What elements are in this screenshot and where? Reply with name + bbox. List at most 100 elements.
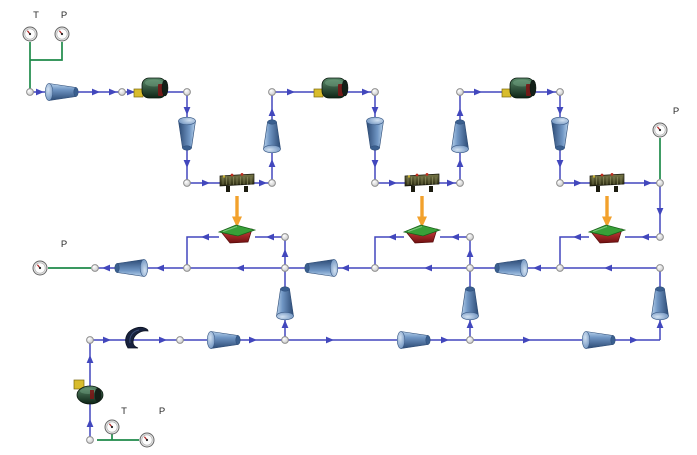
stream-arrow <box>341 264 349 272</box>
gauge-icon[interactable] <box>54 26 70 42</box>
stream-arrow <box>644 179 652 187</box>
stream-node[interactable] <box>371 179 379 187</box>
stream-arrow <box>556 160 564 168</box>
stream-node[interactable] <box>656 233 664 241</box>
stream-arrow <box>102 264 110 272</box>
stream-arrow <box>602 216 612 228</box>
stream-arrow <box>236 264 244 272</box>
stream-arrow <box>656 208 664 216</box>
stream-node[interactable] <box>456 88 464 96</box>
gauge-icon[interactable] <box>652 122 668 138</box>
stream-arrow <box>281 320 289 328</box>
stream-node[interactable] <box>466 264 474 272</box>
stream-arrow <box>36 88 44 96</box>
stream-arrow <box>249 336 257 344</box>
gauge-icon[interactable] <box>22 26 38 42</box>
compressor-icon[interactable] <box>313 77 349 99</box>
stream-arrow <box>266 233 274 241</box>
stream-node[interactable] <box>26 88 34 96</box>
stream-arrow <box>127 88 135 96</box>
stream-node[interactable] <box>281 264 289 272</box>
stream-node[interactable] <box>86 436 94 444</box>
gauge-icon[interactable] <box>139 432 155 448</box>
stream-arrow <box>183 107 191 115</box>
process-stream[interactable] <box>186 236 219 268</box>
stream-node[interactable] <box>656 264 664 272</box>
instrument-label: P <box>61 10 67 21</box>
pipe-segment[interactable] <box>206 331 241 349</box>
stream-node[interactable] <box>456 179 464 187</box>
pipe-segment[interactable] <box>366 116 384 151</box>
stream-arrow <box>466 320 474 328</box>
stream-node[interactable] <box>556 264 564 272</box>
stream-arrow <box>447 179 455 187</box>
air-cooler-icon[interactable] <box>589 173 625 192</box>
pipe-segment[interactable] <box>178 116 196 151</box>
stream-arrow <box>86 419 94 427</box>
pipe-segment[interactable] <box>114 259 149 277</box>
air-cooler-icon[interactable] <box>404 173 440 192</box>
stream-arrow <box>573 233 581 241</box>
stream-node[interactable] <box>556 88 564 96</box>
stream-node[interactable] <box>176 336 184 344</box>
stream-node[interactable] <box>281 233 289 241</box>
stream-node[interactable] <box>183 264 191 272</box>
stream-node[interactable] <box>371 88 379 96</box>
stream-arrow <box>92 88 100 96</box>
air-cooler-icon[interactable] <box>219 173 255 192</box>
gauge-icon[interactable] <box>32 260 48 276</box>
stream-arrow <box>604 264 612 272</box>
stream-arrow <box>556 107 564 115</box>
pipe-segment[interactable] <box>651 286 669 321</box>
compressor-icon[interactable] <box>133 77 169 99</box>
stream-arrow <box>159 336 167 344</box>
gauge-icon[interactable] <box>104 419 120 435</box>
stream-arrow <box>371 107 379 115</box>
stream-node[interactable] <box>183 179 191 187</box>
stream-arrow <box>103 336 111 344</box>
stream-arrow <box>417 216 427 228</box>
separator-icon[interactable] <box>587 224 627 244</box>
stream-node[interactable] <box>466 233 474 241</box>
separator-icon[interactable] <box>217 224 257 244</box>
pipe-segment[interactable] <box>581 331 616 349</box>
process-stream[interactable] <box>374 236 404 268</box>
stream-arrow <box>109 88 117 96</box>
pipe-segment[interactable] <box>451 119 469 154</box>
separator-icon[interactable] <box>402 224 442 244</box>
stream-node[interactable] <box>268 88 276 96</box>
pipe-segment[interactable] <box>276 286 294 321</box>
pipe-segment[interactable] <box>551 116 569 151</box>
stream-node[interactable] <box>91 264 99 272</box>
pump-icon[interactable] <box>73 379 104 405</box>
stream-node[interactable] <box>556 179 564 187</box>
stream-arrow <box>362 88 370 96</box>
instrument-label: P <box>159 406 165 417</box>
stream-arrow <box>441 336 449 344</box>
instrument-label: T <box>33 10 39 21</box>
stream-node[interactable] <box>656 179 664 187</box>
stream-arrow <box>641 233 649 241</box>
stream-node[interactable] <box>466 336 474 344</box>
stream-node[interactable] <box>281 336 289 344</box>
pipe-segment[interactable] <box>494 259 529 277</box>
stream-node[interactable] <box>268 179 276 187</box>
stream-node[interactable] <box>183 88 191 96</box>
process-stream[interactable] <box>559 236 589 268</box>
pipe-segment[interactable] <box>263 119 281 154</box>
pipe-segment[interactable] <box>461 286 479 321</box>
stream-arrow <box>389 179 397 187</box>
pipe-segment[interactable] <box>304 259 339 277</box>
stream-node[interactable] <box>86 336 94 344</box>
stream-arrow <box>451 233 459 241</box>
gauges-layer <box>22 26 668 448</box>
energy-layer <box>232 196 612 228</box>
stream-arrow <box>86 355 94 363</box>
pipe-segment[interactable] <box>396 331 431 349</box>
stream-node[interactable] <box>371 264 379 272</box>
compressor-icon[interactable] <box>501 77 537 99</box>
valve-icon[interactable] <box>125 326 149 349</box>
stream-node[interactable] <box>118 88 126 96</box>
pipe-segment[interactable] <box>44 83 79 101</box>
